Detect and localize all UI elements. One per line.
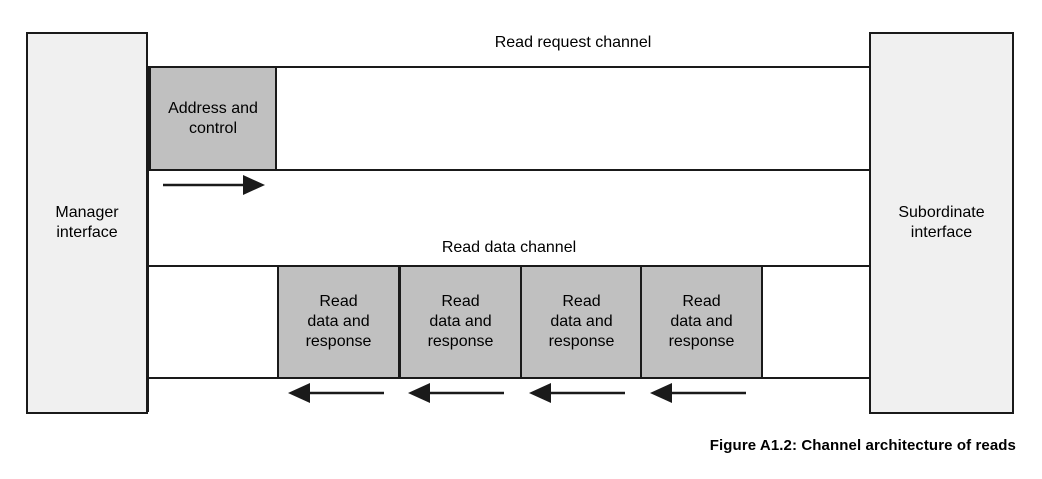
read-data-arrow-left-3 [529, 383, 625, 403]
payload-read-data-and-response-1: Read data and response [277, 265, 400, 379]
payload-label: Read data and response [668, 293, 735, 350]
read-request-channel-bottom-rail [149, 169, 869, 171]
subordinate-interface-box: Subordinate interface [869, 32, 1014, 414]
payload-address-and-control: Address and control [149, 66, 277, 171]
payload-read-data-and-response-3: Read data and response [520, 265, 643, 379]
read-request-channel-title: Read request channel [494, 34, 652, 51]
manager-channel-spine [147, 66, 149, 412]
payload-label: Read data and response [305, 293, 372, 350]
payload-read-data-and-response-4: Read data and response [640, 265, 763, 379]
payload-label: Read data and response [427, 293, 494, 350]
subordinate-interface-label: Subordinate interface [898, 204, 985, 241]
read-data-arrow-left-2 [408, 383, 504, 403]
read-data-channel-title: Read data channel [441, 239, 577, 256]
manager-interface-label: Manager interface [55, 204, 119, 241]
read-data-arrow-left-4 [650, 383, 746, 403]
manager-interface-box: Manager interface [26, 32, 148, 414]
payload-read-data-and-response-2: Read data and response [399, 265, 522, 379]
read-request-channel-top-rail [149, 66, 869, 68]
read-request-arrow-right [163, 175, 265, 195]
payload-label: Address and control [168, 99, 258, 137]
read-data-arrow-left-1 [288, 383, 384, 403]
payload-label: Read data and response [548, 293, 615, 350]
figure-caption: Figure A1.2: Channel architecture of rea… [709, 437, 1016, 454]
